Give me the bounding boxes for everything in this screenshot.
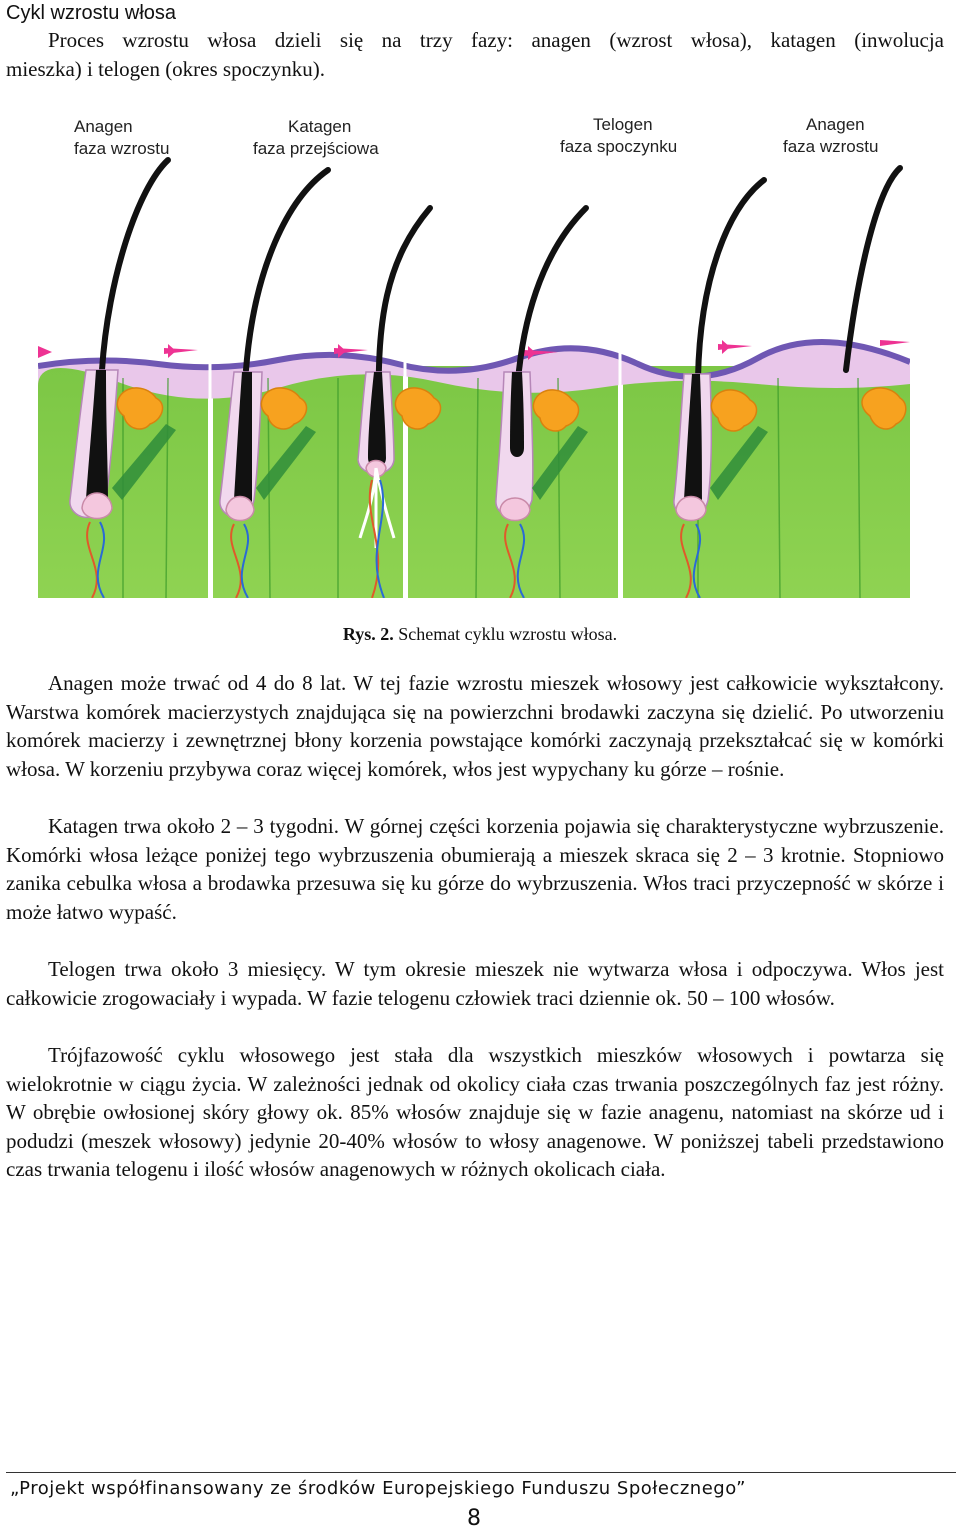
sebaceous-glands — [116, 387, 907, 432]
blood-vessels — [86, 479, 702, 598]
level-arrows — [38, 340, 910, 360]
label-katagen-sub: faza przejściowa — [253, 139, 379, 158]
figure-caption: Rys. 2. Schemat cyklu wzrostu włosa. — [0, 624, 960, 645]
panel-separators — [208, 108, 622, 598]
label-anagen-2: Anagen — [806, 115, 865, 134]
label-anagen-1: Anagen — [74, 117, 133, 136]
label-anagen-2-sub: faza wzrostu — [783, 137, 878, 156]
hair-roots — [86, 370, 702, 512]
intro-paragraph: Proces wzrostu włosa dzieli się na trzy … — [6, 26, 944, 83]
arrector-muscles — [112, 424, 768, 500]
phase-labels: Anagen faza wzrostu Katagen faza przejśc… — [74, 115, 878, 158]
hair-cycle-diagram: Anagen faza wzrostu Katagen faza przejśc… — [38, 108, 910, 598]
intro-line-1: Proces wzrostu włosa dzieli się na trzy … — [48, 28, 944, 52]
label-katagen: Katagen — [288, 117, 351, 136]
summary-paragraph: Trójfazowość cyklu włosowego jest stała … — [6, 1043, 944, 1182]
page-number: 8 — [467, 1506, 481, 1531]
document-title: Cykl wzrostu włosa — [6, 2, 177, 24]
label-telogen: Telogen — [593, 115, 653, 134]
katagen-paragraph: Katagen trwa około 2 – 3 tygodni. W górn… — [6, 814, 944, 924]
label-telogen-sub: faza spoczynku — [560, 137, 677, 156]
caption-text: Schemat cyklu wzrostu włosa. — [393, 624, 618, 644]
skin-surface-line — [38, 338, 910, 380]
intro-line-2: mieszka) i telogen (okres spoczynku). — [6, 56, 325, 81]
label-anagen-1-sub: faza wzrostu — [74, 139, 169, 158]
caption-number: Rys. 2. — [342, 624, 394, 644]
telogen-paragraph: Telogen trwa około 3 miesięcy. W tym okr… — [6, 957, 944, 1010]
dermal-papillae — [81, 459, 707, 522]
footer-divider — [6, 1472, 956, 1473]
anagen-paragraph: Anagen może trwać od 4 do 8 lat. W tej f… — [6, 671, 944, 781]
footer-text: „Projekt współfinansowany ze środków Eur… — [10, 1478, 746, 1499]
